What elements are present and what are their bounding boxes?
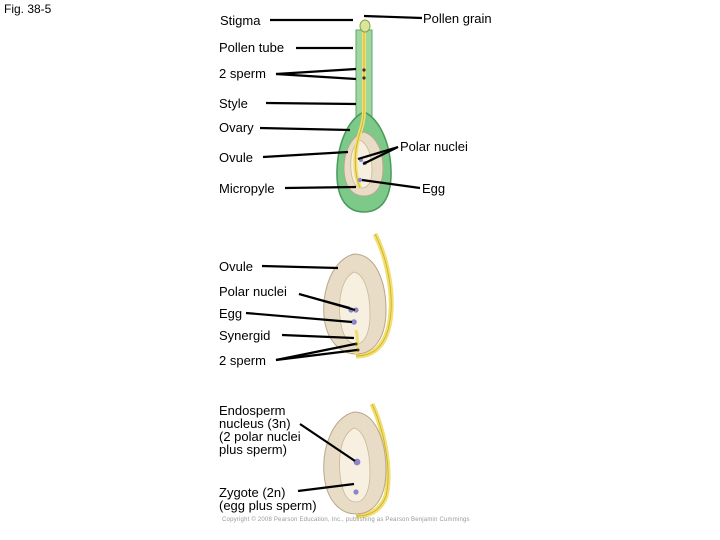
label-zygote: Zygote (2n) (egg plus sperm) bbox=[219, 485, 317, 513]
label-two-sperm-top: 2 sperm bbox=[219, 66, 266, 81]
label-ovule-top: Ovule bbox=[219, 150, 253, 165]
label-polar-nuclei-top: Polar nuclei bbox=[400, 139, 468, 154]
label-micropyle: Micropyle bbox=[219, 181, 275, 196]
label-synergid: Synergid bbox=[219, 328, 271, 343]
label-ovule-middle: Ovule bbox=[219, 259, 253, 274]
label-endosperm-nucleus: Endosperm nucleus (3n) (2 polar nuclei p… bbox=[219, 403, 301, 457]
label-polar-nuclei-middle: Polar nuclei bbox=[219, 284, 287, 299]
label-style: Style bbox=[219, 96, 248, 111]
label-egg-top: Egg bbox=[422, 181, 446, 196]
label-ovary: Ovary bbox=[219, 120, 254, 135]
pollen-grain bbox=[359, 19, 371, 33]
ovule-middle-illustration bbox=[323, 232, 394, 359]
label-pollen-grain: Pollen grain bbox=[423, 11, 492, 26]
label-stigma: Stigma bbox=[220, 13, 261, 28]
copyright-notice: Copyright © 2008 Pearson Education, Inc.… bbox=[222, 517, 470, 523]
ovule-bottom-illustration bbox=[323, 402, 391, 519]
figure-label: Fig. 38-5 bbox=[4, 2, 52, 16]
label-egg-middle: Egg bbox=[219, 306, 243, 321]
top-leader-lines bbox=[259, 14, 423, 190]
endosperm-region bbox=[339, 427, 371, 503]
middle-leader-lines bbox=[245, 264, 358, 362]
label-two-sperm-middle: 2 sperm bbox=[219, 353, 266, 368]
label-pollen-tube: Pollen tube bbox=[219, 40, 285, 55]
bottom-leader-lines bbox=[297, 423, 356, 493]
